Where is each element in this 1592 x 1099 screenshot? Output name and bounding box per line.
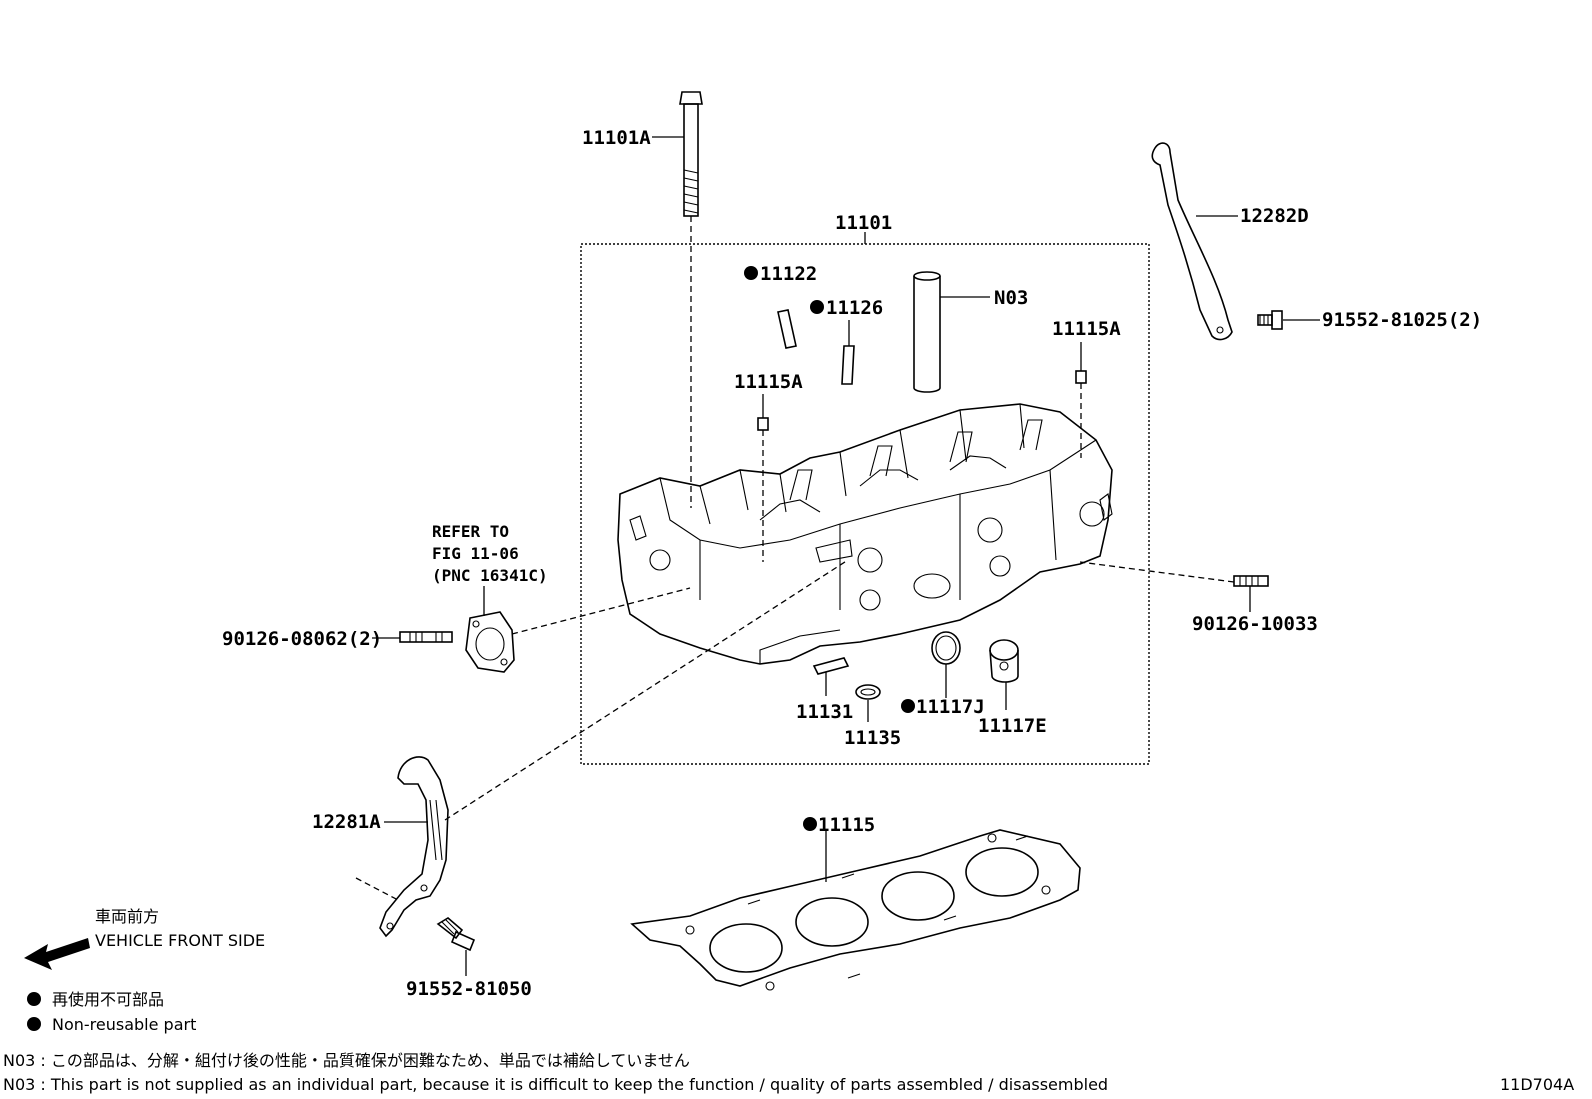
plug-11115A-right [1075, 370, 1087, 458]
callout-11122: 11122 [760, 263, 817, 285]
chain-guide-12282D [1151, 142, 1233, 341]
callout-N03: N03 [994, 287, 1028, 309]
callout-12281A: 12281A [312, 811, 381, 833]
callout-11135: 11135 [844, 727, 901, 749]
callout-90126-10033: 90126-10033 [1192, 613, 1318, 635]
non-reusable-mark-11126 [810, 300, 824, 314]
direction-jp: 車両前方 [95, 907, 159, 926]
callout-90126-08062: 90126-08062(2) [222, 628, 382, 650]
callout-91552-81050: 91552-81050 [406, 978, 532, 1000]
seal-11117J [931, 631, 961, 665]
callout-12282D: 12282D [1240, 205, 1309, 227]
stud-90126-10033 [1233, 575, 1269, 587]
callout-91552-81025: 91552-81025(2) [1322, 309, 1482, 331]
footnote-jp: N03 : この部品は、分解・組付け後の性能・品質確保が困難なため、単品では補給… [3, 1051, 690, 1070]
callout-11117J: 11117J [916, 696, 985, 718]
plug-11115A-left [757, 417, 769, 562]
vehicle-front-arrow-icon [24, 938, 90, 970]
figure-code: 11D704A [1500, 1075, 1574, 1094]
non-reusable-mark-11115 [803, 817, 817, 831]
callout-11131: 11131 [796, 701, 853, 723]
non-reusable-mark-11117J [901, 699, 915, 713]
head-gasket-11115 [630, 829, 1081, 991]
assembly-label: 11101 [835, 212, 892, 234]
legend-jp: 再使用不可部品 [52, 990, 164, 1009]
bolt-91552-81050 [436, 917, 476, 952]
callout-11115A-left: 11115A [734, 371, 803, 393]
bolt-91552-81025 [1257, 310, 1283, 330]
chain-guide-12281A [379, 756, 449, 938]
stud-90126-08062 [399, 631, 453, 643]
refer-note-line1: REFER TO [432, 522, 509, 541]
pin-11126 [841, 345, 855, 385]
legend-bullet-icon [27, 1017, 41, 1031]
refer-note-line2: FIG 11-06 [432, 544, 519, 563]
callout-11126: 11126 [826, 297, 883, 319]
head-bolt-long [679, 91, 703, 508]
legend-bullet-icon [27, 992, 41, 1006]
flange-gasket [465, 611, 515, 673]
ring-11135 [855, 684, 881, 700]
refer-note-line3: (PNC 16341C) [432, 566, 548, 585]
callout-11117E: 11117E [978, 715, 1047, 737]
callout-11115A-right: 11115A [1052, 318, 1121, 340]
cylinder-head [617, 403, 1113, 665]
sleeve-N03 [913, 271, 941, 393]
callout-11115: 11115 [818, 814, 875, 836]
legend-en: Non-reusable part [52, 1015, 196, 1034]
pin-11122 [777, 309, 797, 349]
callout-11101A: 11101A [582, 127, 651, 149]
footnote-en: N03 : This part is not supplied as an in… [3, 1075, 1108, 1094]
plug-11117E [989, 639, 1019, 683]
direction-en: VEHICLE FRONT SIDE [95, 931, 265, 950]
non-reusable-mark-11122 [744, 266, 758, 280]
gasket-11131 [812, 657, 850, 675]
